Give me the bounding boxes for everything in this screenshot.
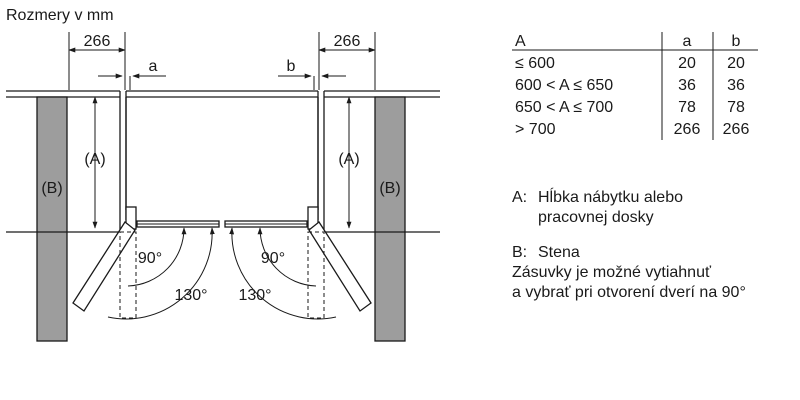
a-gap-label: a [149, 58, 158, 75]
table-cell: 20 [678, 55, 696, 72]
b-gap-dimension: b [278, 58, 346, 90]
table-cell: > 700 [515, 121, 556, 138]
right-angle-arcs [229, 227, 337, 320]
table-cell: 78 [678, 99, 696, 116]
left-90-label: 90° [138, 250, 162, 267]
right-width-dimension: 266 [318, 32, 376, 90]
depth-label-right: (A) [338, 151, 359, 168]
legend-a-line2: pracovnej dosky [538, 209, 654, 226]
counter-top [6, 90, 440, 98]
right-wall-label: (B) [379, 180, 400, 197]
appliance-body [6, 90, 440, 233]
legend-b-key: B: [512, 244, 527, 261]
legend-a-line1: Hĺbka nábytku alebo [538, 187, 683, 206]
table-cell: 266 [674, 121, 701, 138]
legend-note-line2: a vybrať pri otvorení dverí na 90° [512, 284, 746, 301]
table-cell: 36 [727, 77, 745, 94]
left-width-label: 266 [84, 33, 111, 50]
right-door-open [308, 221, 372, 312]
right-width-label: 266 [334, 33, 361, 50]
table-cell: 36 [678, 77, 696, 94]
table-cell: 650 < A ≤ 700 [515, 99, 613, 116]
left-wall [36, 96, 68, 342]
table-cell: 266 [723, 121, 750, 138]
left-width-dimension: 266 [68, 32, 126, 90]
a-gap-dimension: a [98, 58, 166, 90]
diagram-title: Rozmery v mm [6, 7, 114, 24]
table-cell: 20 [727, 55, 745, 72]
depth-dimension-left: (A) [84, 96, 106, 229]
table-header-cell: A [515, 33, 526, 50]
left-door-open [72, 221, 136, 312]
left-wall-label: (B) [41, 180, 62, 197]
table-cell: ≤ 600 [515, 55, 555, 72]
side-panels [119, 91, 325, 232]
depth-dimension-right: (A) [338, 96, 360, 229]
table-header-cell: b [732, 33, 741, 50]
legend-b-line1: Stena [538, 244, 580, 261]
right-wall [374, 96, 406, 342]
left-angle-arcs [107, 227, 215, 320]
table-cell: 78 [727, 99, 745, 116]
depth-label-left: (A) [84, 151, 105, 168]
table-header-cell: a [683, 33, 692, 50]
legend-a-key: A: [512, 189, 527, 206]
table-cell: 600 < A ≤ 650 [515, 77, 613, 94]
b-gap-label: b [287, 58, 296, 75]
right-130-label: 130° [238, 287, 271, 304]
door-90-outlines [119, 231, 325, 319]
left-130-label: 130° [174, 287, 207, 304]
right-90-label: 90° [261, 250, 285, 267]
legend-note-line1: Zásuvky je možné vytiahnuť [512, 264, 712, 281]
legend: A: Hĺbka nábytku alebo pracovnej dosky B… [512, 187, 746, 301]
